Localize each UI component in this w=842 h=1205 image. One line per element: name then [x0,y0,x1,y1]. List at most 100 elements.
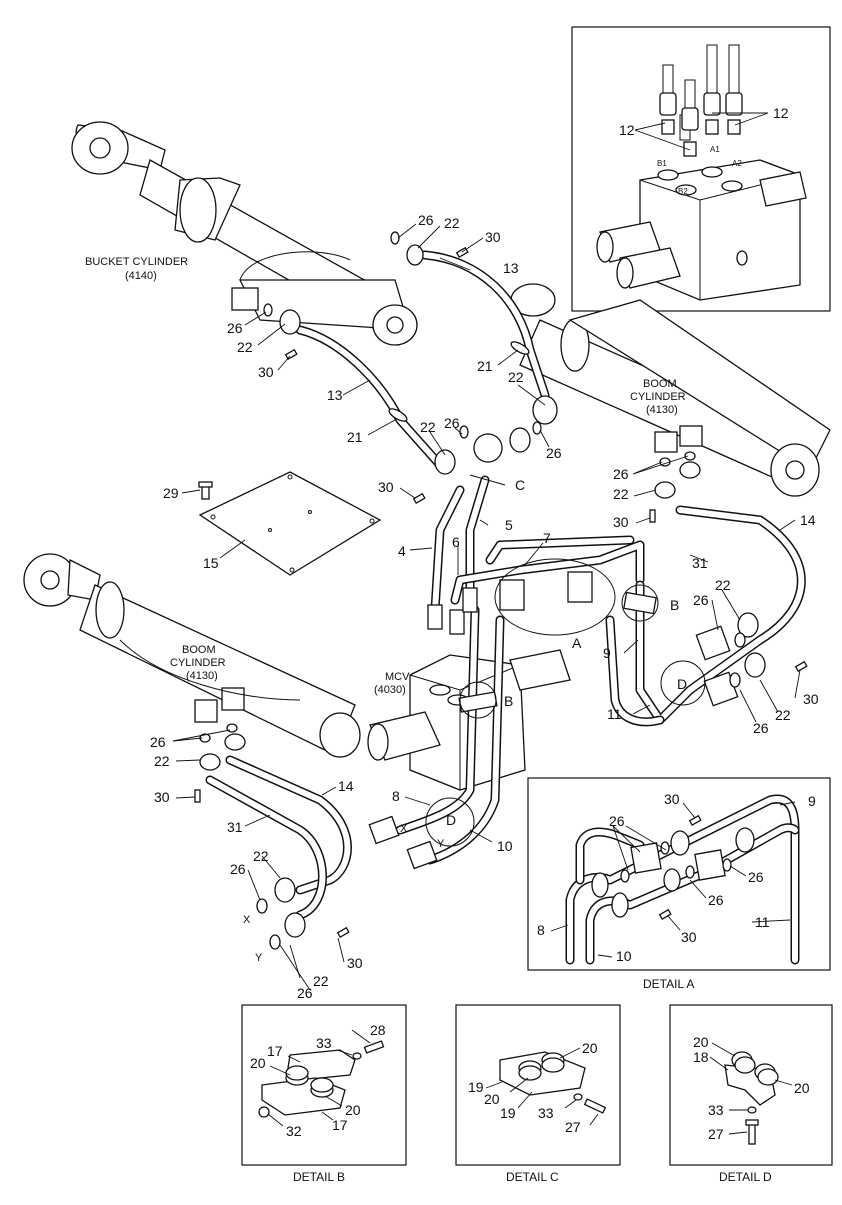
callout-18: 18 [693,1049,709,1065]
detail-d-marker-2: D [446,812,456,828]
callout-30-detail-a-top: 30 [664,791,680,807]
callout-22-bucket-top: 22 [444,215,460,231]
detail-d-drawing [724,1051,779,1145]
callout-11-detail-a: 11 [755,914,770,930]
callout-14-left: 14 [338,778,354,794]
callout-26-detail-a-mid: 26 [708,892,724,908]
callout-28: 28 [370,1022,386,1038]
callout-14-right: 14 [800,512,816,528]
callout-19-detail-c-left: 19 [468,1079,484,1095]
detail-d-marker-1: D [677,676,687,692]
callout-20-detail-d-top: 20 [693,1034,709,1050]
flanges [194,231,808,950]
inset-valve-drawing [596,44,807,301]
callout-22-boom-right: 22 [613,486,629,502]
callout-30-detail-a-low: 30 [681,929,697,945]
boom-cylinder-right-code: (4130) [646,404,678,416]
port-y-label-2: Y [255,952,263,964]
callout-20-detail-d-right: 20 [794,1080,810,1096]
callout-26-right-low: 26 [753,720,769,736]
leaders-detail-c [485,1047,599,1126]
callout-26-detail-a-right: 26 [748,869,764,885]
detail-d-frame [669,1004,833,1166]
port-b2-label: B2 [678,187,688,196]
callout-inset-12-right: 12 [773,105,789,121]
callout-7: 7 [543,530,551,546]
callout-9-detail-a: 9 [808,793,816,809]
bucket-cylinder-label: BUCKET CYLINDER [85,256,188,268]
mcv-label: MCV [385,671,410,683]
leaders-detail-a [550,801,796,958]
detail-a-marker: A [572,635,582,651]
callout-30-left-low: 30 [347,955,363,971]
port-x-label-2: X [243,914,251,926]
boom-cylinder-left-label: BOOM [182,644,216,656]
callout-32: 32 [286,1123,302,1139]
callout-33-detail-c: 33 [538,1105,554,1121]
detail-b-caption: DETAIL B [293,1170,345,1184]
callout-31-right: 31 [692,555,708,571]
callout-22-left-mid: 22 [253,848,269,864]
leaders-right [623,455,801,723]
callout-31-left: 31 [227,819,243,835]
detail-b-marker-2: B [504,693,513,709]
callout-5: 5 [505,517,513,533]
callout-22-center-left: 22 [420,419,436,435]
detail-b-marker-1: B [670,597,679,613]
callout-20-detail-b-right: 20 [345,1102,361,1118]
callout-15: 15 [203,555,219,571]
callout-26-center-right: 26 [546,445,562,461]
detail-b-drawing [258,1040,385,1118]
callout-30-center: 30 [378,479,394,495]
port-y-label-1: Y [437,838,445,850]
callout-26-left-mid: 26 [230,861,246,877]
callout-33-detail-d: 33 [708,1102,724,1118]
port-b1-label: B1 [657,159,667,168]
callout-8-detail-a: 8 [537,922,545,938]
callout-17-top: 17 [267,1043,283,1059]
callout-33-detail-b: 33 [316,1035,332,1051]
callout-17-bottom: 17 [332,1117,348,1133]
leaders-center [181,489,544,575]
callout-30-bucket-left: 30 [258,364,274,380]
leaders-lower [404,796,493,843]
callout-11-right: 11 [607,706,622,722]
callout-20-detail-c-left: 20 [484,1091,500,1107]
callout-21-bucket-left: 21 [347,429,363,445]
callout-27-detail-d: 27 [708,1126,724,1142]
inset-frame [571,26,831,312]
boom-cylinder-left-label-2: CYLINDER [170,657,226,669]
detail-c-drawing [499,1051,607,1114]
detail-d-caption: DETAIL D [719,1170,772,1184]
detail-c-frame [455,1004,621,1166]
callout-22-right-mid: 22 [715,577,731,593]
callout-30-boom-right: 30 [613,514,629,530]
callout-30-right-low: 30 [803,691,819,707]
callout-inset-12-left: 12 [619,122,635,138]
callout-21-bucket-top: 21 [477,358,493,374]
bucket-cylinder-drawing [71,121,418,346]
callout-22-bucket-left: 22 [237,339,253,355]
callout-20-detail-c-top: 20 [582,1040,598,1056]
boom-cylinder-left-code: (4130) [186,670,218,682]
callout-26-boom-right: 26 [613,466,629,482]
callout-29: 29 [163,485,179,501]
leaders-left [172,729,345,991]
leaders-bucket [244,223,550,499]
boom-cylinder-right-label: BOOM [643,378,677,390]
callout-20-detail-b-left: 20 [250,1055,266,1071]
callout-26-bucket-left: 26 [227,320,243,336]
detail-c-marker: C [515,477,525,493]
callout-22-right-low: 22 [775,707,791,723]
boom-cylinder-right-drawing [510,283,831,497]
leaders-detail-d [709,1042,793,1135]
port-x-label-1: X [400,823,408,835]
detail-a-drawing [565,794,800,965]
leaders-detail-b [267,1029,371,1127]
callout-22-center-right: 22 [508,369,524,385]
callout-26-left-low: 26 [297,985,313,1001]
callout-30-bucket-top: 30 [485,229,501,245]
callout-19-detail-c-bottom: 19 [500,1105,516,1121]
